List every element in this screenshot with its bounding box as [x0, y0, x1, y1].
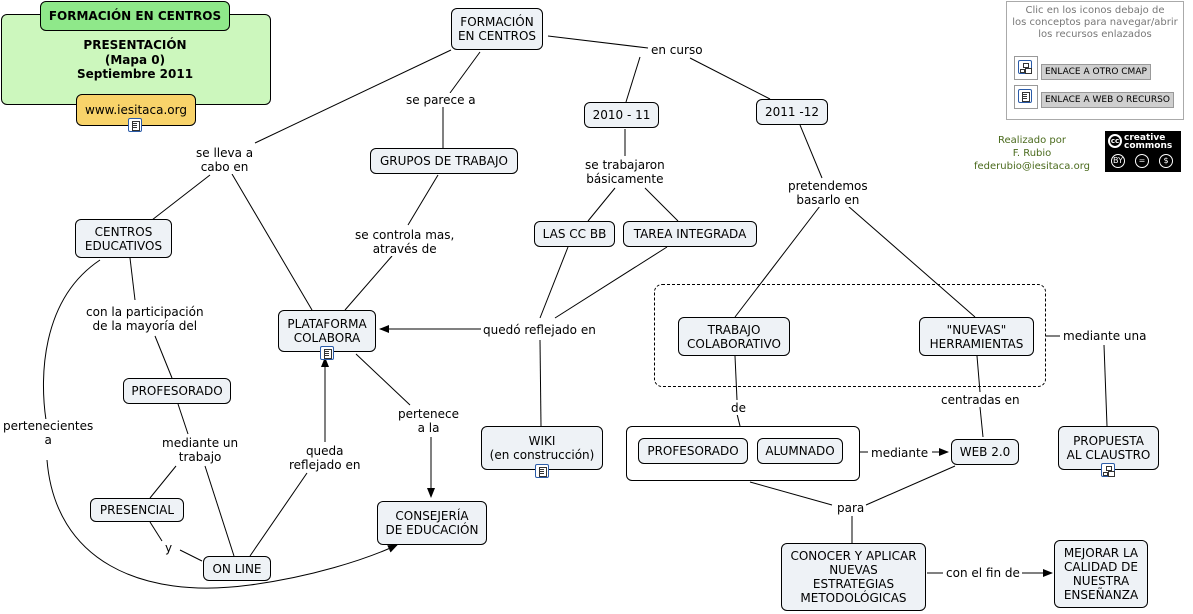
dashed-concept-group	[654, 284, 1046, 387]
concept-consejeria-de-educacion[interactable]: CONSEJERÍA DE EDUCACIÓN	[377, 501, 487, 545]
link-queda-reflejado-en: queda reflejado en	[288, 444, 362, 472]
link-quedo-reflejado-en: quedó reflejado en	[482, 323, 597, 337]
title-tab: FORMACIÓN EN CENTROS	[40, 1, 230, 31]
link-mediante-una: mediante una	[1062, 329, 1148, 343]
link-y: y	[164, 541, 174, 555]
link-pertenecientes-a: pertenecientes a	[2, 419, 95, 447]
concept-profesorado-2[interactable]: PROFESORADO	[638, 438, 748, 464]
link-de: de	[730, 401, 747, 415]
concept-las-cc-bb[interactable]: LAS CC BB	[534, 221, 615, 247]
concept-profesorado[interactable]: PROFESORADO	[123, 378, 231, 404]
concept-wiki[interactable]: WIKI (en construcción)	[481, 426, 603, 470]
wiki-resource-icon[interactable]	[535, 464, 549, 478]
link-en-curso: en curso	[650, 43, 704, 57]
concept-2010-11[interactable]: 2010 - 11	[584, 102, 659, 128]
help-panel: Clic en los iconos debajo de los concept…	[1006, 1, 1184, 120]
attribution-icon: BY	[1111, 154, 1125, 168]
link-pretendemos-basarlo-en: pretendemos basarlo en	[787, 179, 869, 207]
concept-grupos-de-trabajo[interactable]: GRUPOS DE TRABAJO	[370, 148, 518, 174]
concept-plataforma-colabora[interactable]: PLATAFORMA COLABORA	[278, 310, 376, 352]
link-con-el-fin-de: con el fin de	[945, 566, 1021, 580]
title-text: PRESENTACIÓN (Mapa 0) Septiembre 2011	[76, 38, 194, 81]
cmap-link-icon[interactable]	[1014, 56, 1038, 80]
document-icon	[1018, 89, 1032, 103]
link-mediante-un-trabajo: mediante un trabajo	[161, 436, 240, 464]
link-centradas-en: centradas en	[940, 393, 1021, 407]
concept-trabajo-colaborativo[interactable]: TRABAJO COLABORATIVO	[678, 317, 790, 356]
help-text: Clic en los iconos debajo de los concept…	[1012, 5, 1178, 40]
link-pertenece-a-la: pertenece a la	[397, 407, 460, 435]
web-link-button: ENLACE A WEB O RECURSO	[1041, 92, 1174, 108]
concept-propuesta-al-claustro[interactable]: PROPUESTA AL CLAUSTRO	[1058, 426, 1159, 470]
link-con-la-participacion: con la participación de la mayoría del	[85, 305, 205, 333]
link-mediante: mediante	[870, 446, 930, 460]
concept-alumnado[interactable]: ALUMNADO	[757, 438, 843, 464]
cc-word-creative: creative	[1124, 133, 1166, 143]
propuesta-cmap-icon[interactable]	[1101, 463, 1115, 477]
author-credits: Realizado por F. Rubio federubio@iesitac…	[973, 135, 1091, 172]
link-se-parece-a: se parece a	[405, 93, 477, 107]
non-commercial-icon: $	[1159, 154, 1173, 168]
document-link-icon[interactable]	[128, 118, 142, 132]
concept-presencial[interactable]: PRESENCIAL	[90, 498, 184, 522]
concept-centros-educativos[interactable]: CENTROS EDUCATIVOS	[75, 219, 172, 258]
link-se-controla-mas: se controla mas, através de	[354, 228, 456, 256]
creative-commons-badge[interactable]: cc creative commons BY = $	[1105, 131, 1181, 172]
concept-2011-12[interactable]: 2011 -12	[756, 99, 828, 125]
concept-on-line[interactable]: ON LINE	[203, 556, 271, 581]
hierarchy-icon	[1018, 60, 1032, 74]
cc-word-commons: commons	[1124, 141, 1173, 151]
concept-mejorar-la-calidad[interactable]: MEJORAR LA CALIDAD DE NUESTRA ENSEÑANZA	[1054, 540, 1148, 608]
concept-web-2-0[interactable]: WEB 2.0	[951, 439, 1019, 465]
concept-nuevas-herramientas[interactable]: "NUEVAS" HERRAMIENTAS	[919, 317, 1034, 356]
cmap-link-button: ENLACE A OTRO CMAP	[1041, 64, 1151, 80]
link-se-trabajaron: se trabajaron básicamente	[584, 158, 666, 186]
plataforma-resource-icon[interactable]	[320, 346, 334, 360]
concept-formacion-en-centros[interactable]: FORMACIÓN EN CENTROS	[451, 8, 543, 50]
link-para: para	[836, 501, 866, 515]
concept-tarea-integrada[interactable]: TAREA INTEGRADA	[623, 221, 757, 247]
web-link-icon[interactable]	[1014, 85, 1038, 109]
concept-conocer-y-aplicar[interactable]: CONOCER Y APLICAR NUEVAS ESTRATEGIAS MET…	[781, 543, 926, 611]
link-se-lleva-a-cabo-en: se lleva a cabo en	[195, 146, 255, 174]
no-derivatives-icon: =	[1135, 154, 1149, 168]
cc-logo-icon: cc	[1108, 134, 1122, 148]
